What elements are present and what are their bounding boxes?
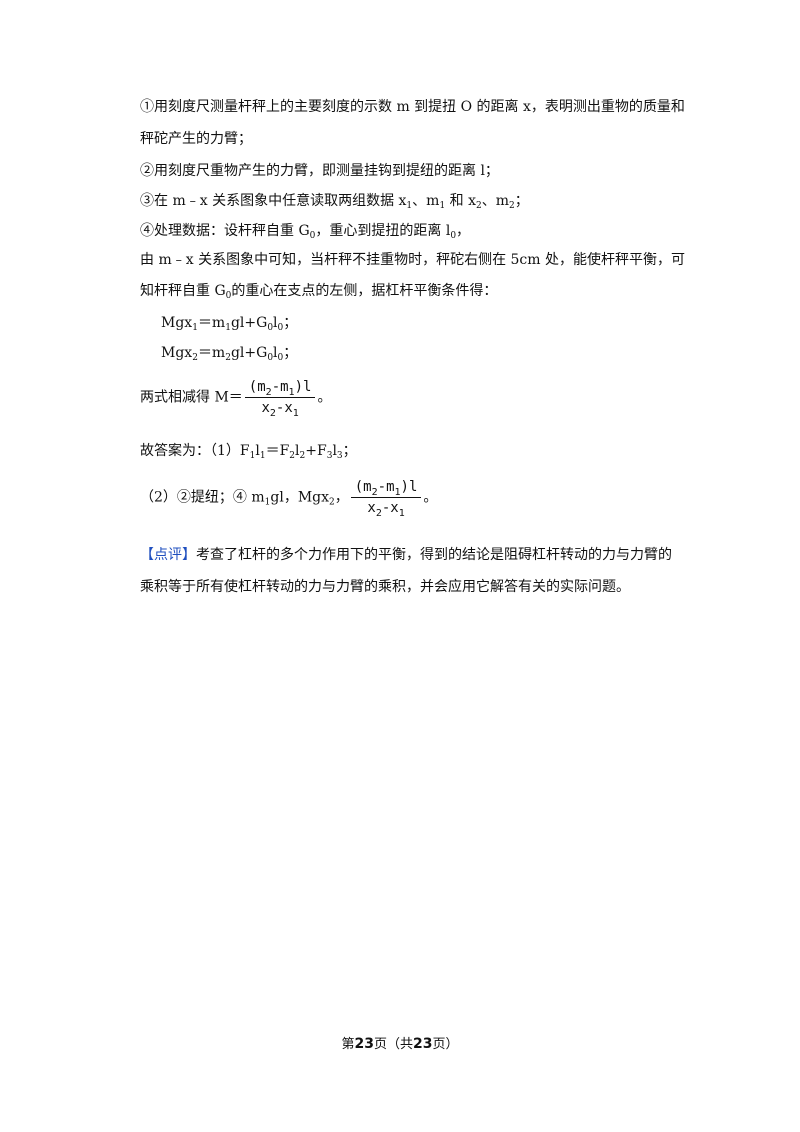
answer-text: gl，Mgx [270, 489, 330, 506]
fraction-answer: (m2-m1)l x2-x1 [350, 477, 422, 519]
subscript: 2 [192, 353, 198, 363]
fraction-m: (m2-m1)l x2-x1 [244, 377, 316, 419]
subscript: 2 [329, 497, 335, 508]
eq-text: ； [283, 345, 298, 361]
fraction-numerator: (m2-m1)l [350, 477, 422, 498]
analysis-line-2: 知杆秤自重 G0的重心在支点的左侧，据杠杆平衡条件得： [140, 281, 497, 301]
analysis-text-2b: 的重心在支点的左侧，据杠杆平衡条件得： [231, 283, 498, 299]
subscript: 2 [475, 201, 482, 211]
step-4-line: ④处理数据：设杆秤自重 G0，重心到提扭的距离 l0， [140, 221, 470, 241]
subscript: 1 [406, 201, 413, 211]
analysis-line-1: 由 m﹣x 关系图象中可知，当杆秤不挂重物时，秤砣右侧在 5cm 处，能使杆秤平… [140, 250, 685, 270]
eq-text: gl+G [230, 345, 268, 361]
equation-1: Mgx1＝m1gl+G0l0； [161, 313, 297, 333]
step-4-text-c: ， [456, 223, 471, 239]
equation-2: Mgx2＝m2gl+G0l0； [161, 343, 297, 363]
eq-text: ； [283, 315, 298, 331]
analysis-text-1: 由 m﹣x 关系图象中可知，当杆秤不挂重物时，秤砣右侧在 5cm 处，能使杆秤平… [140, 252, 685, 268]
answer-text: l [332, 443, 337, 459]
step-3-text-c: 和 x [445, 193, 476, 209]
step-3-text-b: 、m [412, 193, 440, 209]
answer-text: l [255, 443, 260, 459]
subscript: 2 [289, 451, 296, 461]
subscript: 0 [450, 231, 457, 241]
page-number: 23 [354, 1036, 374, 1052]
eq-text: ＝m [197, 345, 226, 361]
comment-line-2: 乘积等于所有使杠杆转动的力与力臂的乘积，并会应用它解答有关的实际问题。 [140, 577, 630, 597]
step-3-text-d: 、m [481, 193, 509, 209]
eq-text: Mgx [161, 315, 193, 331]
subscript: 3 [336, 451, 343, 461]
step-2-text: ②用刻度尺重物产生的力臂，即测量挂钩到提纽的距离 l； [140, 163, 499, 179]
step-1-text: ①用刻度尺测量杆秤上的主要刻度的示数 m 到提扭 O 的距离 x，表明测出重物的… [140, 99, 685, 115]
answer-text: l [295, 443, 300, 459]
subscript: 0 [267, 353, 274, 363]
subscript: 1 [249, 451, 256, 461]
eq-text: Mgx [161, 345, 193, 361]
comment-text-2: 乘积等于所有使杠杆转动的力与力臂的乘积，并会应用它解答有关的实际问题。 [140, 579, 630, 595]
subscript: 1 [225, 323, 231, 333]
step-1-continuation: 秤砣产生的力臂； [140, 129, 252, 149]
answer-text: ＝F [265, 443, 290, 459]
answer-text: 。 [423, 489, 438, 506]
subscript: 0 [277, 353, 284, 363]
subtract-line: 两式相减得 M＝(m2-m1)l x2-x1 。 [140, 377, 332, 419]
step-1-line: ①用刻度尺测量杆秤上的主要刻度的示数 m 到提扭 O 的距离 x，表明测出重物的… [140, 97, 685, 117]
step-3-line: ③在 m﹣x 关系图象中任意读取两组数据 x1、m1 和 x2、m2； [140, 191, 529, 211]
step-4-text-a: ④处理数据：设杆秤自重 G [140, 223, 310, 239]
subscript: 2 [225, 353, 231, 363]
subscript: 1 [264, 497, 271, 508]
page-footer: 第23页（共23页） [341, 1036, 459, 1052]
answer-1-line: 故答案为：（1）F1l1＝F2l2+F3l3； [140, 441, 357, 461]
eq-text: l [273, 345, 278, 361]
subscript: 1 [439, 201, 446, 211]
step-3-text-a: ③在 m﹣x 关系图象中任意读取两组数据 x [140, 193, 407, 209]
subscript: 1 [192, 323, 198, 333]
subscript: 2 [299, 451, 306, 461]
step-3-text-e: ； [514, 193, 529, 209]
step-1-cont-text: 秤砣产生的力臂； [140, 131, 252, 147]
fraction-denominator: x2-x1 [261, 400, 299, 419]
subscript: 0 [267, 323, 274, 333]
subtract-suffix: 。 [317, 389, 332, 406]
answer-text: ， [334, 489, 349, 506]
subscript: 0 [309, 231, 316, 241]
eq-text: gl+G [230, 315, 268, 331]
analysis-text-2a: 知杆秤自重 G [140, 283, 226, 299]
page-total: 23 [413, 1036, 433, 1052]
comment-text-1: 考查了杠杆的多个力作用下的平衡，得到的结论是阻碍杠杆转动的力与力臂的 [196, 547, 672, 563]
eq-text: ＝m [197, 315, 226, 331]
fraction-denominator: x2-x1 [367, 500, 405, 519]
eq-text: l [273, 315, 278, 331]
subscript: 0 [277, 323, 284, 333]
comment-line-1: 【点评】考查了杠杆的多个力作用下的平衡，得到的结论是阻碍杠杆转动的力与力臂的 [140, 545, 672, 565]
subscript: 3 [326, 451, 333, 461]
fraction-numerator: (m2-m1)l [244, 377, 316, 398]
answer-2-line: （2）②提纽；④ m1gl，Mgx2，(m2-m1)l x2-x1 。 [140, 477, 438, 519]
answer-text: +F [305, 443, 327, 459]
answer-text: 故答案为：（1）F [140, 443, 250, 459]
subtract-prefix: 两式相减得 M＝ [140, 389, 243, 406]
answer-text: （2）②提纽；④ m [140, 489, 265, 506]
subscript: 2 [508, 201, 515, 211]
subscript: 0 [225, 291, 232, 301]
comment-tag: 【点评】 [140, 547, 196, 563]
answer-text: ； [342, 443, 357, 459]
step-4-text-b: ，重心到提扭的距离 l [315, 223, 451, 239]
step-2-line: ②用刻度尺重物产生的力臂，即测量挂钩到提纽的距离 l； [140, 161, 499, 181]
subscript: 1 [259, 451, 266, 461]
